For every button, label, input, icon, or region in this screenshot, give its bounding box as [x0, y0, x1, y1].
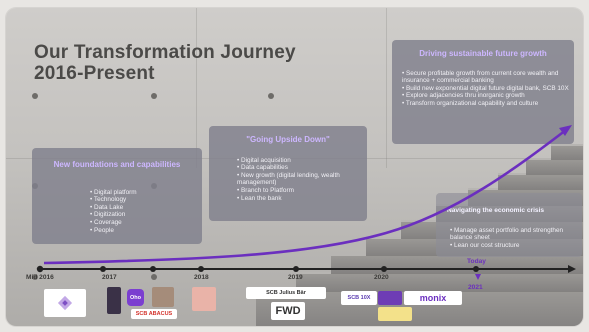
title-line: 2016-Present: [34, 63, 155, 84]
timeline-label: 2017: [102, 274, 117, 281]
timeline-marker: [381, 266, 387, 272]
timeline-marker: [150, 266, 156, 272]
list-item: People: [90, 227, 202, 235]
phase-card-future-growth: Driving sustainable future growth Secure…: [392, 40, 574, 144]
timeline-label: Mid 2016: [26, 274, 54, 281]
phase-card-foundations: New foundations and capabilities Digital…: [32, 148, 202, 244]
list-item: Technology: [90, 196, 202, 204]
scb10x-logo-text: SCB 10X: [347, 295, 371, 301]
partner-logo: [378, 307, 412, 321]
fwd-logo-text: FWD: [275, 305, 301, 317]
timeline-marker: [293, 266, 299, 272]
timeline-label: 2021: [468, 284, 483, 291]
wall-hole: [151, 93, 157, 99]
timeline-label-today: Today: [467, 258, 486, 265]
phase-heading: New foundations and capabilities: [53, 160, 181, 169]
list-item: Data Lake: [90, 204, 202, 212]
list-item: Transform organizational capability and …: [402, 100, 574, 108]
julius-baer-logo-text: SCB Julius Bär: [266, 290, 306, 296]
wall-seam: [196, 8, 197, 168]
phase-list: Digital acquisition Data capabilities Ne…: [237, 157, 367, 203]
app-phone-logo: [107, 287, 121, 314]
list-item: Manage asset portfolio and strengthen ba…: [450, 227, 582, 242]
oho-logo: Oho: [127, 289, 144, 306]
people-photo: [152, 287, 174, 307]
slide-frame: Our Transformation Journey 2016-Present …: [6, 8, 583, 326]
abacus-logo-text: SCB ABACUS: [135, 311, 173, 317]
stair-step: [551, 144, 583, 160]
timeline-marker: [36, 265, 44, 273]
phase-heading: "Going Upside Down": [246, 135, 330, 144]
person-photo: [192, 287, 216, 311]
list-item: Branch to Platform: [237, 187, 367, 195]
crisis-heading: Navigating the economic crisis: [447, 207, 545, 214]
scb10x-logo: SCB 10X: [341, 291, 377, 305]
timeline-marker: [100, 266, 106, 272]
crisis-card: Navigating the economic crisis Manage as…: [436, 193, 582, 257]
timeline-label: 2019: [288, 274, 303, 281]
wall-hole: [32, 93, 38, 99]
julius-baer-logo: SCB Julius Bär: [246, 287, 326, 299]
monix-logo-text: monix: [419, 293, 447, 303]
list-item: Build new exponential digital future dig…: [402, 85, 574, 93]
growth-arrow-head: [559, 125, 572, 136]
list-item: Digital acquisition: [237, 157, 367, 165]
monix-logo: monix: [404, 291, 462, 305]
list-item: Lean the bank: [237, 195, 367, 203]
diamond-logo-icon: [57, 295, 73, 311]
crisis-list: Manage asset portfolio and strengthen ba…: [450, 227, 582, 250]
timeline-marker: [473, 266, 479, 272]
list-item: Explore adjacencies thru inorganic growt…: [402, 92, 574, 100]
list-item: Data capabilities: [237, 164, 367, 172]
abacus-logo: SCB ABACUS: [131, 309, 177, 319]
fwd-logo: FWD: [271, 302, 305, 320]
wall-hole: [268, 93, 274, 99]
list-item: Secure profitable growth from current co…: [402, 70, 574, 85]
wall-seam: [386, 8, 387, 168]
phase-list: Secure profitable growth from current co…: [402, 70, 574, 108]
timeline-marker: [198, 266, 204, 272]
phase-list: Digital platform Technology Data Lake Di…: [90, 189, 202, 235]
partner-logo: [378, 291, 402, 305]
timeline-label: 2020: [374, 274, 389, 281]
list-item: Coverage: [90, 219, 202, 227]
wall-hole: [151, 274, 157, 280]
timeline-graphic: [36, 125, 576, 280]
timeline-arrow-head: [568, 265, 576, 273]
phase-card-upside-down: "Going Upside Down" Digital acquisition …: [209, 126, 367, 221]
phase-heading: Driving sustainable future growth: [419, 49, 547, 58]
page-title: Our Transformation Journey 2016-Present: [34, 42, 296, 84]
company-logo: [44, 289, 86, 317]
list-item: Digitization: [90, 211, 202, 219]
title-line: Our Transformation Journey: [34, 42, 296, 63]
list-item: New growth (digital lending, wealth mana…: [237, 172, 367, 187]
oho-logo-text: Oho: [130, 294, 141, 301]
growth-curve: [43, 128, 567, 265]
timeline-label: 2018: [194, 274, 209, 281]
wall-hole: [32, 274, 38, 280]
list-item: Lean our cost structure: [450, 242, 582, 250]
list-item: Digital platform: [90, 189, 202, 197]
today-marker-icon: [475, 274, 481, 280]
